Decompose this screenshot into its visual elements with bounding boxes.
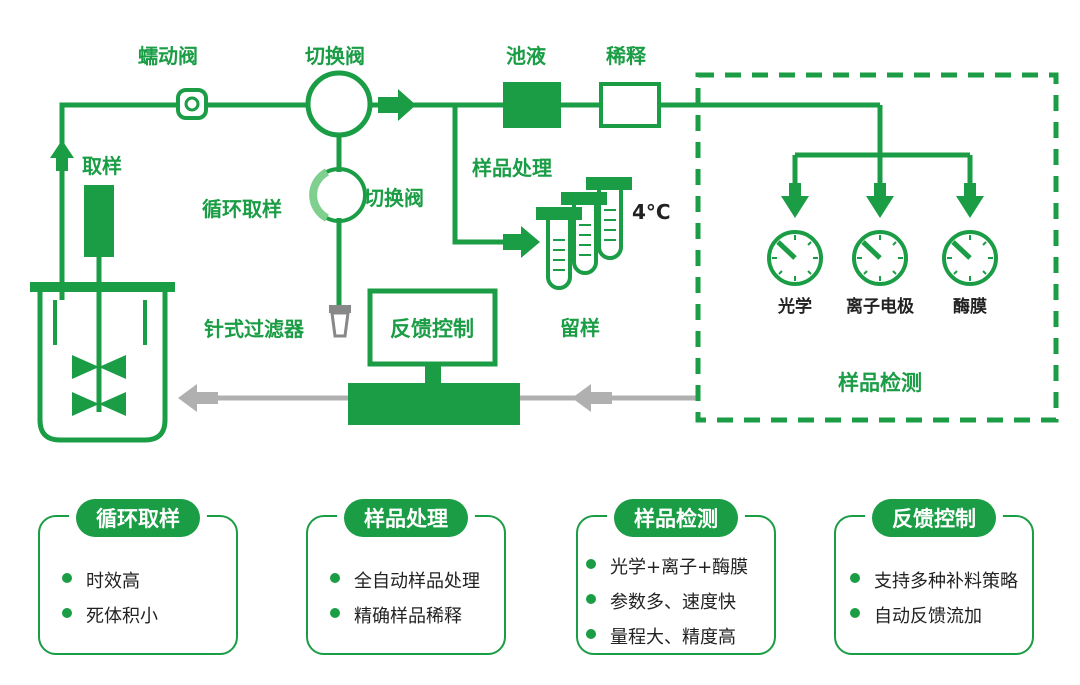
- pool-liquid-label: 池液: [506, 44, 546, 68]
- card-title: 样品检测: [614, 499, 738, 537]
- peristaltic-valve-label: 蠕动阀: [138, 44, 198, 68]
- card-items: 时效高 死体积小: [62, 567, 158, 637]
- return-flow-line: [178, 384, 697, 412]
- list-item: 参数多、速度快: [586, 588, 748, 614]
- sample-detection-label: 样品检测: [838, 371, 922, 395]
- list-item: 时效高: [62, 567, 158, 593]
- optical-gauge-icon: [767, 230, 823, 286]
- bioreactor-icon: [30, 185, 175, 443]
- switch-valve-mid-label: 切换阀: [364, 186, 424, 210]
- test-tubes-icon: [536, 177, 632, 290]
- sampling-up-arrow: [50, 140, 74, 171]
- temperature-label: 4°C: [632, 200, 671, 224]
- card-items: 光学+离子+酶膜 参数多、速度快 量程大、精度高: [586, 553, 748, 658]
- sampling-label: 取样: [82, 154, 122, 178]
- ion-electrode-label: 离子电极: [846, 297, 914, 317]
- needle-filter-label: 针式过滤器: [204, 317, 304, 341]
- card-feedback-control: 反馈控制 支持多种补料策略 自动反馈流加: [834, 499, 1034, 655]
- retained-sample-label: 留样: [560, 316, 600, 340]
- enzyme-membrane-gauge-icon: [942, 230, 998, 286]
- list-item: 自动反馈流加: [850, 602, 1018, 628]
- process-diagram: 蠕动阀 切换阀 池液 稀释 取样 样品处理 4°C 循环取样 切换阀 针式过滤器…: [30, 44, 1059, 443]
- card-title: 样品处理: [344, 499, 468, 537]
- diagram-canvas: [30, 70, 1059, 443]
- card-items: 支持多种补料策略 自动反馈流加: [850, 567, 1018, 637]
- feedback-controller-icon: [348, 288, 520, 425]
- feedback-control-label: 反馈控制: [390, 317, 474, 341]
- pool-liquid-box: [503, 82, 561, 128]
- card-sample-detection: 样品检测 光学+离子+酶膜 参数多、速度快 量程大、精度高: [576, 499, 776, 658]
- list-item: 光学+离子+酶膜: [586, 553, 748, 579]
- main-pipe: [59, 102, 973, 305]
- switch-valve-top-label: 切换阀: [305, 44, 365, 68]
- enzyme-membrane-label: 酶膜: [953, 297, 987, 317]
- peristaltic-valve-icon: [176, 88, 208, 120]
- card-title: 循环取样: [76, 499, 200, 537]
- optical-label: 光学: [778, 297, 812, 317]
- list-item: 精确样品稀释: [330, 602, 480, 628]
- needle-filter-icon: [329, 305, 351, 338]
- circulation-sampling-label: 循环取样: [202, 197, 282, 221]
- switch-valve-mid-icon: [309, 167, 367, 223]
- list-item: 支持多种补料策略: [850, 567, 1018, 593]
- dilution-box: [599, 82, 661, 128]
- card-circulation-sampling: 循环取样 时效高 死体积小: [38, 499, 238, 655]
- ion-electrode-gauge-icon: [852, 230, 908, 286]
- list-item: 死体积小: [62, 602, 158, 628]
- card-title: 反馈控制: [872, 499, 996, 537]
- flow-arrow-right-2: [503, 226, 540, 258]
- card-sample-processing: 样品处理 全自动样品处理 精确样品稀释: [306, 499, 506, 655]
- detection-arrows: [781, 183, 984, 218]
- dilution-label: 稀释: [606, 44, 646, 68]
- flow-arrow-right-1: [378, 89, 416, 121]
- sample-processing-label: 样品处理: [472, 156, 552, 180]
- list-item: 量程大、精度高: [586, 623, 748, 649]
- list-item: 全自动样品处理: [330, 567, 480, 593]
- switch-valve-top-icon: [305, 70, 373, 138]
- card-items: 全自动样品处理 精确样品稀释: [330, 567, 480, 637]
